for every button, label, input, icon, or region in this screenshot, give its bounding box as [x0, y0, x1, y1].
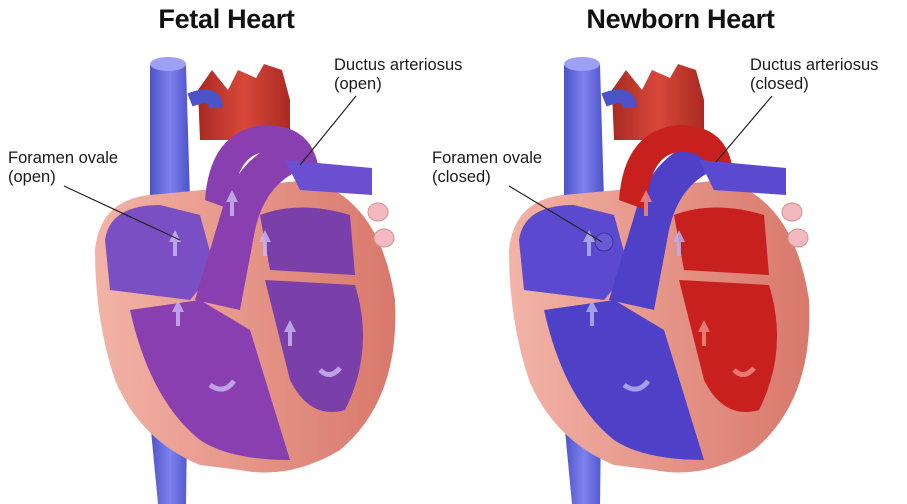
- foramen-ovale-closed: [595, 233, 613, 251]
- left-atrium: [674, 208, 769, 276]
- fetal-heart-panel: Fetal Heart Ductus arteriosus (open) For…: [0, 0, 453, 504]
- ductus-leader-line-newborn: [716, 96, 772, 162]
- right-atrium: [519, 205, 629, 300]
- right-atrium: [105, 205, 215, 300]
- fetal-heart-illustration: [0, 0, 453, 504]
- newborn-heart-illustration: [454, 0, 907, 504]
- left-atrium: [260, 208, 355, 276]
- ductus-leader-line-fetal: [300, 96, 356, 165]
- newborn-heart-panel: Newborn Heart Ductus arteriosus (closed)…: [454, 0, 907, 504]
